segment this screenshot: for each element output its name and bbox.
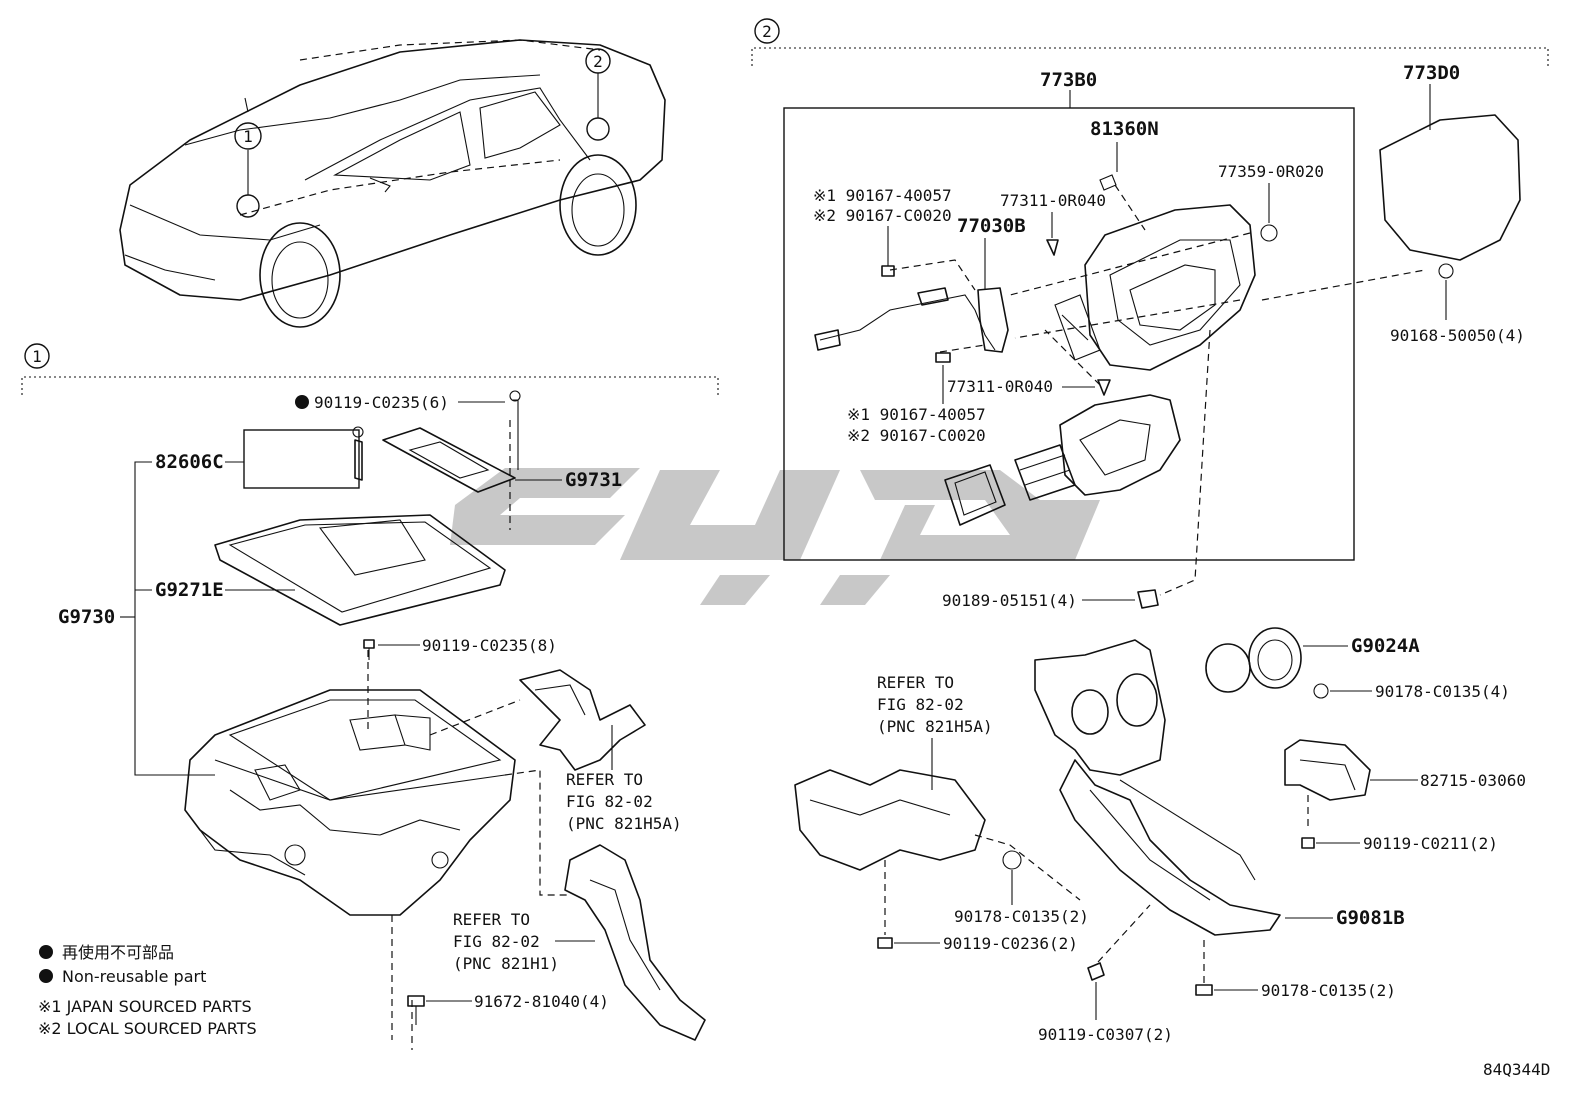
label-g9271e[interactable]: G9271E xyxy=(155,579,295,601)
hv-cable-upper xyxy=(519,669,646,771)
svg-text:90189-05151(4): 90189-05151(4) xyxy=(942,591,1077,610)
vehicle-overview xyxy=(119,39,666,328)
label-90119-c0235-8[interactable]: 90119-C0235(8) xyxy=(363,636,557,660)
charge-inlet xyxy=(1034,639,1281,936)
label-90178-c0135-2-left[interactable]: 90178-C0135(2) xyxy=(954,850,1089,926)
label-82606c[interactable]: 82606C xyxy=(155,451,244,473)
svg-text:※2 90167-C0020: ※2 90167-C0020 xyxy=(813,206,952,225)
svg-text:90119-C0235(6): 90119-C0235(6) xyxy=(314,393,449,412)
label-773b0[interactable]: 773B0 xyxy=(1040,69,1097,91)
bracket-82715 xyxy=(1284,739,1371,830)
charge-lid-cover xyxy=(1379,114,1521,261)
svg-text:77030B: 77030B xyxy=(957,215,1026,237)
svg-text:G9024A: G9024A xyxy=(1351,635,1420,657)
svg-text:90178-C0135(2): 90178-C0135(2) xyxy=(1261,981,1396,1000)
label-90168-50050-4[interactable]: 90168-50050(4) xyxy=(1390,263,1525,345)
svg-text:90178-C0135(2): 90178-C0135(2) xyxy=(954,907,1089,926)
label-77311-0r040-bottom[interactable]: 77311-0R040 xyxy=(947,377,1111,396)
svg-text:81360N: 81360N xyxy=(1090,118,1159,140)
svg-text:1: 1 xyxy=(243,127,253,146)
svg-text:G9730: G9730 xyxy=(58,606,115,628)
label-77311-0r040-top[interactable]: 77311-0R040 xyxy=(1000,191,1106,256)
svg-text:※2 LOCAL SOURCED PARTS: ※2 LOCAL SOURCED PARTS xyxy=(38,1019,257,1038)
svg-text:77311-0R040: 77311-0R040 xyxy=(1000,191,1106,210)
svg-text:90119-C0236(2): 90119-C0236(2) xyxy=(943,934,1078,953)
svg-text:90178-C0135(4): 90178-C0135(4) xyxy=(1375,682,1510,701)
svg-text:(PNC 821H1): (PNC 821H1) xyxy=(453,954,559,973)
svg-text:REFER TO: REFER TO xyxy=(453,910,530,929)
svg-text:REFER TO: REFER TO xyxy=(877,673,954,692)
location-marker-1[interactable]: 1 xyxy=(234,122,262,150)
label-refer-821h5a-section1[interactable]: REFER TO FIG 82-02 (PNC 821H5A) xyxy=(566,725,682,833)
svg-text:82715-03060: 82715-03060 xyxy=(1420,771,1526,790)
section-1-header: 1 xyxy=(21,343,719,395)
hv-cable-section2 xyxy=(794,769,1081,935)
label-77030b[interactable]: 77030B xyxy=(957,215,1026,290)
inverter-assembly xyxy=(184,689,570,1050)
svg-text:82606C: 82606C xyxy=(155,451,224,473)
svg-text:FIG 82-02: FIG 82-02 xyxy=(566,792,653,811)
svg-text:90119-C0307(2): 90119-C0307(2) xyxy=(1038,1025,1173,1044)
svg-text:※1 90167-40057: ※1 90167-40057 xyxy=(847,405,986,424)
svg-text:(PNC 821H5A): (PNC 821H5A) xyxy=(877,717,993,736)
svg-text:(PNC 821H5A): (PNC 821H5A) xyxy=(566,814,682,833)
label-note-90167-bottom[interactable]: ※1 90167-40057 ※2 90167-C0020 xyxy=(847,352,986,445)
lid-actuator xyxy=(944,329,1181,526)
charge-lid-box xyxy=(783,90,1355,561)
charge-port-housing xyxy=(1009,174,1426,596)
hv-cable-lower xyxy=(564,844,706,1041)
svg-text:FIG 82-02: FIG 82-02 xyxy=(877,695,964,714)
inverter-cover-parts xyxy=(214,390,521,730)
label-90189-05151-4[interactable]: 90189-05151(4) xyxy=(942,589,1159,610)
label-g9081b[interactable]: G9081B xyxy=(1285,907,1405,929)
label-90119-c0235-6[interactable]: 90119-C0235(6) xyxy=(295,393,505,412)
lid-harness xyxy=(814,259,1009,353)
svg-text:90119-C0235(8): 90119-C0235(8) xyxy=(422,636,557,655)
svg-text:91672-81040(4): 91672-81040(4) xyxy=(474,992,609,1011)
legend: 再使用不可部品 Non-reusable part ※1 JAPAN SOURC… xyxy=(38,943,257,1038)
watermark-logo xyxy=(450,468,1100,605)
svg-text:1: 1 xyxy=(32,347,42,366)
svg-text:※2 90167-C0020: ※2 90167-C0020 xyxy=(847,426,986,445)
svg-text:G9081B: G9081B xyxy=(1336,907,1405,929)
label-g9730[interactable]: G9730 xyxy=(58,461,215,776)
label-g9024a[interactable]: G9024A xyxy=(1303,635,1420,657)
svg-text:773B0: 773B0 xyxy=(1040,69,1097,91)
svg-text:90168-50050(4): 90168-50050(4) xyxy=(1390,326,1525,345)
svg-text:再使用不可部品: 再使用不可部品 xyxy=(62,943,174,962)
svg-text:G9271E: G9271E xyxy=(155,579,224,601)
svg-text:77311-0R040: 77311-0R040 xyxy=(947,377,1053,396)
label-note-90167-top[interactable]: ※1 90167-40057 ※2 90167-C0020 xyxy=(813,186,952,277)
svg-text:Non-reusable part: Non-reusable part xyxy=(62,967,206,986)
label-90119-c0307-2[interactable]: 90119-C0307(2) xyxy=(1038,904,1173,1044)
label-refer-821h5a-section2[interactable]: REFER TO FIG 82-02 (PNC 821H5A) xyxy=(877,673,993,790)
label-g9731[interactable]: G9731 xyxy=(515,469,622,491)
label-90178-c0135-2-right[interactable]: 90178-C0135(2) xyxy=(1195,940,1396,1000)
svg-text:2: 2 xyxy=(593,52,603,71)
svg-text:REFER TO: REFER TO xyxy=(566,770,643,789)
svg-text:FIG 82-02: FIG 82-02 xyxy=(453,932,540,951)
svg-text:84Q344D: 84Q344D xyxy=(1483,1060,1550,1079)
label-refer-821h1[interactable]: REFER TO FIG 82-02 (PNC 821H1) xyxy=(453,910,595,973)
location-marker-2[interactable]: 2 xyxy=(585,48,611,74)
label-81360n[interactable]: 81360N xyxy=(1090,118,1159,172)
svg-text:773D0: 773D0 xyxy=(1403,62,1460,84)
label-90119-c0236-2[interactable]: 90119-C0236(2) xyxy=(877,934,1078,953)
label-90178-c0135-4[interactable]: 90178-C0135(4) xyxy=(1313,682,1510,701)
svg-text:G9731: G9731 xyxy=(565,469,622,491)
label-90119-c0211-2[interactable]: 90119-C0211(2) xyxy=(1301,834,1498,853)
label-91672-81040-4[interactable]: 91672-81040(4) xyxy=(407,992,609,1025)
charge-inlet-caps xyxy=(1205,627,1302,693)
label-773d0[interactable]: 773D0 xyxy=(1403,62,1460,130)
diagram-code: 84Q344D xyxy=(1483,1060,1550,1079)
svg-text:77359-0R020: 77359-0R020 xyxy=(1218,162,1324,181)
section-2-header: 2 xyxy=(751,18,1549,66)
svg-text:※1 90167-40057: ※1 90167-40057 xyxy=(813,186,952,205)
svg-text:※1 JAPAN SOURCED PARTS: ※1 JAPAN SOURCED PARTS xyxy=(38,997,252,1016)
svg-text:2: 2 xyxy=(762,22,772,41)
svg-text:90119-C0211(2): 90119-C0211(2) xyxy=(1363,834,1498,853)
label-77359-0r020[interactable]: 77359-0R020 xyxy=(1218,162,1324,223)
label-82715-03060[interactable]: 82715-03060 xyxy=(1370,771,1526,790)
